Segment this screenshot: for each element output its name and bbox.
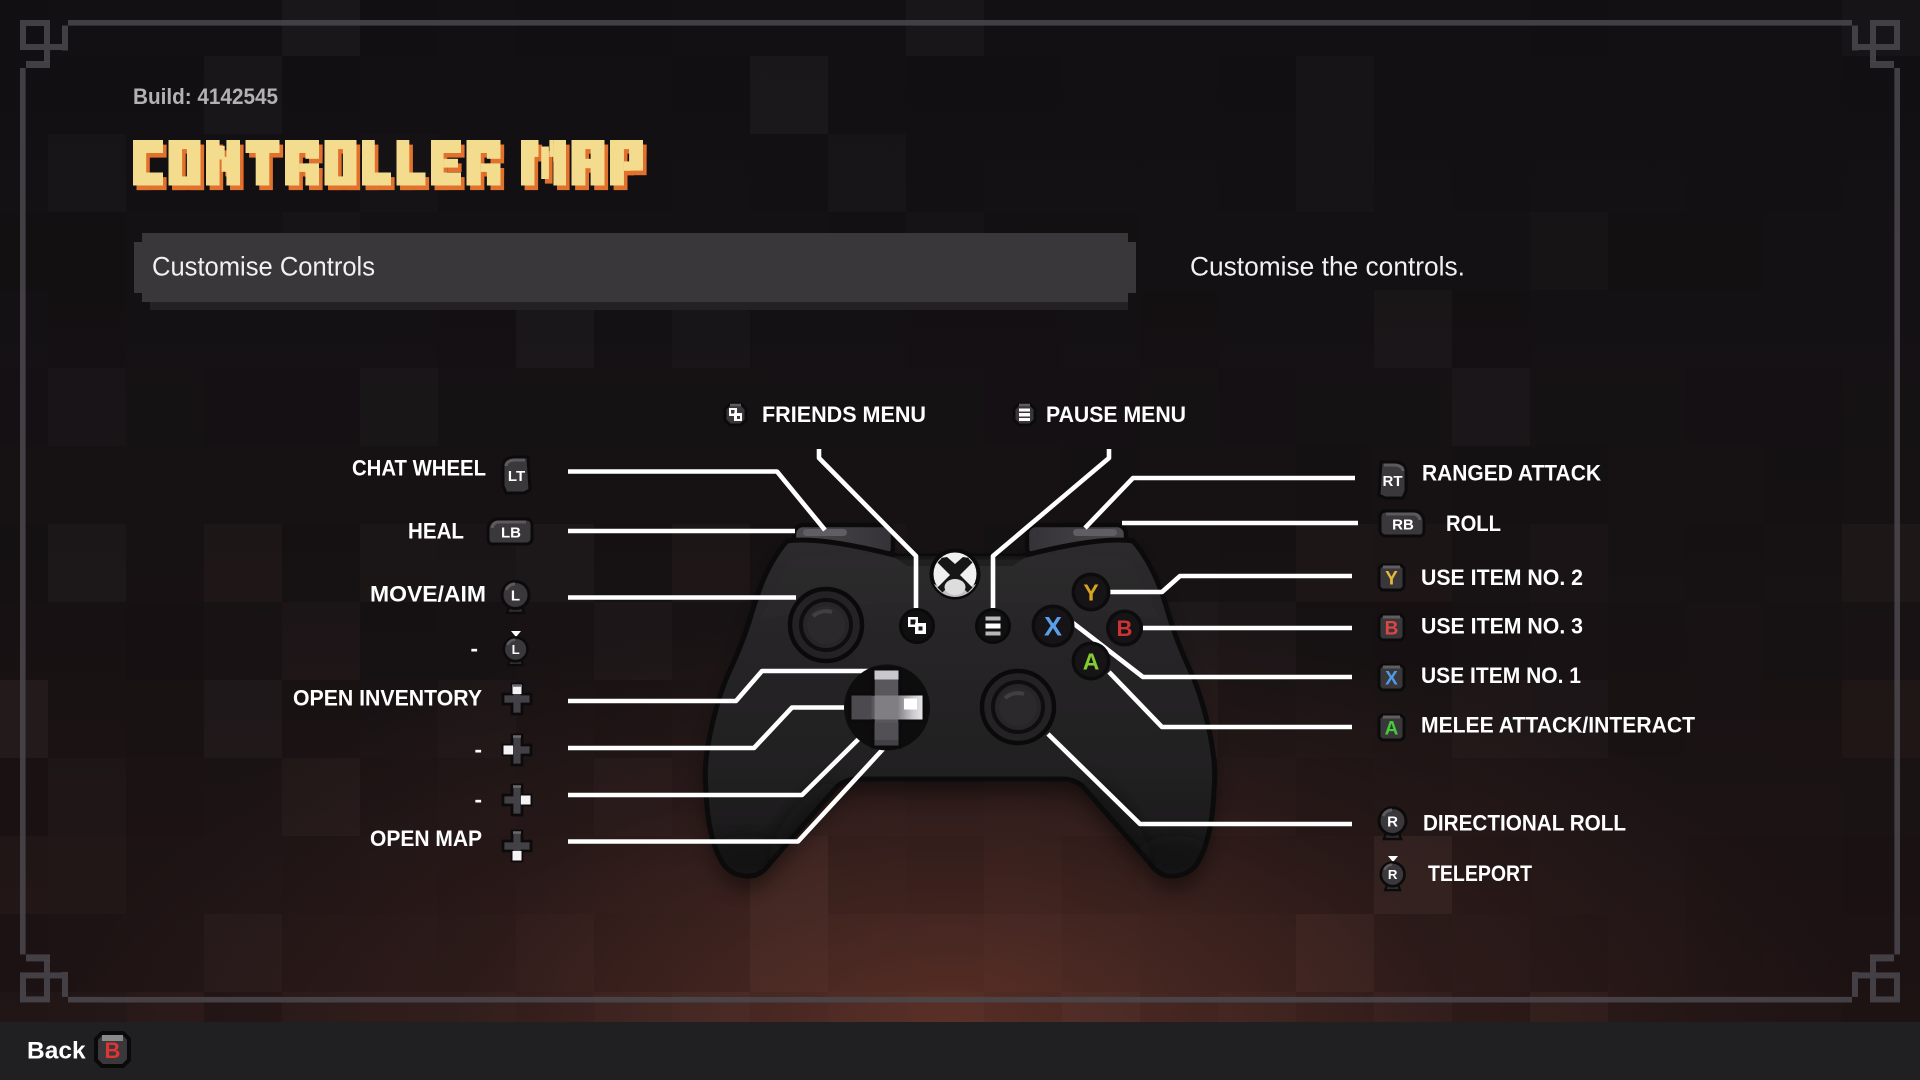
svg-text:RANGED ATTACK: RANGED ATTACK bbox=[1422, 461, 1602, 486]
svg-text:X: X bbox=[1385, 669, 1398, 690]
svg-text:USE ITEM NO. 2: USE ITEM NO. 2 bbox=[1421, 565, 1583, 590]
svg-text:PAUSE MENU: PAUSE MENU bbox=[1046, 402, 1186, 427]
svg-text:MOVE/AIM: MOVE/AIM bbox=[370, 582, 486, 607]
svg-text:FRIENDS MENU: FRIENDS MENU bbox=[762, 402, 926, 427]
svg-text:R: R bbox=[1387, 814, 1398, 831]
svg-text:L: L bbox=[512, 642, 520, 657]
svg-text:OPEN INVENTORY: OPEN INVENTORY bbox=[293, 686, 482, 711]
svg-text:DIRECTIONAL ROLL: DIRECTIONAL ROLL bbox=[1423, 811, 1626, 836]
svg-text:LB: LB bbox=[501, 525, 521, 542]
svg-text:B: B bbox=[105, 1038, 121, 1063]
svg-text:OPEN MAP: OPEN MAP bbox=[370, 826, 482, 851]
svg-text:-: - bbox=[475, 737, 483, 762]
svg-text:HEAL: HEAL bbox=[408, 519, 464, 544]
svg-text:L: L bbox=[511, 588, 520, 605]
svg-text:B: B bbox=[1385, 619, 1399, 640]
svg-text:Back: Back bbox=[27, 1038, 86, 1065]
svg-text:RT: RT bbox=[1383, 473, 1403, 490]
svg-text:A: A bbox=[1385, 719, 1399, 740]
svg-text:MELEE ATTACK/INTERACT: MELEE ATTACK/INTERACT bbox=[1421, 713, 1695, 738]
svg-text:USE ITEM NO. 3: USE ITEM NO. 3 bbox=[1421, 614, 1583, 639]
svg-text:ROLL: ROLL bbox=[1446, 511, 1501, 536]
svg-text:Customise Controls: Customise Controls bbox=[152, 252, 375, 282]
svg-text:USE ITEM NO. 1: USE ITEM NO. 1 bbox=[1421, 663, 1581, 688]
svg-text:TELEPORT: TELEPORT bbox=[1428, 861, 1532, 886]
svg-text:CHAT WHEEL: CHAT WHEEL bbox=[352, 456, 486, 481]
svg-text:RB: RB bbox=[1392, 517, 1414, 534]
svg-text:LT: LT bbox=[508, 468, 525, 485]
svg-text:-: - bbox=[475, 787, 483, 812]
svg-text:Customise the controls.: Customise the controls. bbox=[1190, 252, 1465, 282]
svg-text:Y: Y bbox=[1385, 569, 1398, 590]
svg-text:Y: Y bbox=[1083, 579, 1098, 605]
svg-text:X: X bbox=[1044, 612, 1062, 642]
svg-text:R: R bbox=[1388, 867, 1398, 882]
svg-text:-: - bbox=[471, 636, 479, 661]
svg-text:B: B bbox=[1117, 616, 1133, 641]
svg-text:Build: 4142545: Build: 4142545 bbox=[133, 84, 278, 109]
svg-text:A: A bbox=[1083, 648, 1100, 674]
